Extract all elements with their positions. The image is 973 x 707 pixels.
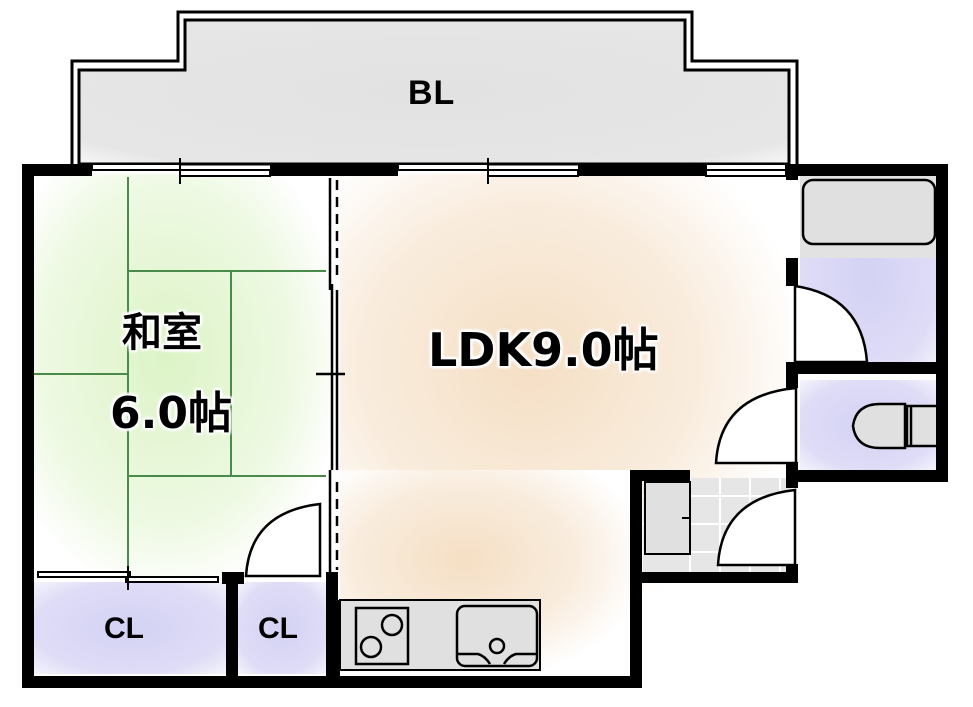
walls xyxy=(22,164,948,688)
closet-right xyxy=(238,582,326,674)
washitsu-name-label: 和室 xyxy=(122,310,202,356)
windows xyxy=(91,158,787,184)
stove xyxy=(354,606,410,666)
closet-sliding-door xyxy=(37,566,219,590)
washitsu-size-label: 6.0帖 xyxy=(110,388,232,439)
closet-left xyxy=(34,582,226,674)
sink xyxy=(455,604,539,668)
balcony xyxy=(70,10,799,166)
kitchen-counter xyxy=(339,599,541,671)
bathtub xyxy=(801,178,937,246)
closet-right-label: CL xyxy=(258,612,298,645)
washitsu-floor xyxy=(32,174,332,578)
balcony-label: BL xyxy=(408,74,456,112)
closet-left-label: CL xyxy=(104,612,144,645)
toilet-fixture xyxy=(851,402,941,450)
swing-doors xyxy=(244,284,869,578)
sliding-door-washitsu xyxy=(316,178,345,572)
ldk-label: LDK9.0帖 xyxy=(428,323,659,377)
tatami-lines xyxy=(33,177,326,580)
